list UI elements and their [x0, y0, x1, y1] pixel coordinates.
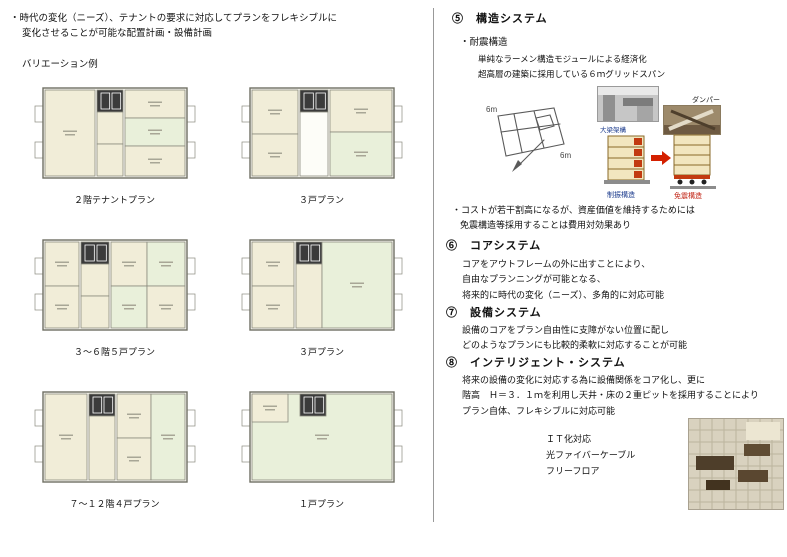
damping-structure-label: 制振構造 — [607, 192, 635, 199]
column-divider — [433, 8, 434, 522]
floor-plan-grid: ２階テナントプラン ３戸プラン ３～６階５戸プラン ３戸プラン ７～１２階４戸プラン １戸… — [16, 76, 420, 510]
earthquake-resistant-label: ・耐震構造 — [460, 37, 508, 48]
plan-caption: ３～６階５戸プラン — [73, 347, 155, 357]
floor-plan: ３戸プラン — [240, 76, 404, 206]
core-system-description: コアをアウトフレームの外に出すことにより、 自由なプランニングが可能となる、 将… — [462, 257, 664, 303]
base-isolation-diagram — [670, 134, 716, 189]
plan-caption: ３戸プラン — [298, 195, 344, 205]
core-line-1: コアをアウトフレームの外に出すことにより、 — [462, 259, 651, 269]
intelligent-line-2: 階高 Ｈ＝３．１ｍを利用し天井・床の２重ピットを採用することにより — [462, 390, 759, 401]
floor-plan-drawing — [241, 391, 402, 483]
section-heading-equipment-system: ⑦ 設備システム — [446, 307, 542, 319]
it-feature-list: ＩＴ化対応 光ファイバーケーブル フリーフロア — [546, 431, 635, 480]
span-dimension-label: 6m — [560, 151, 571, 160]
variation-label: バリエーション例 — [22, 59, 98, 70]
damper-photo — [663, 105, 721, 135]
floor-plan-drawing — [34, 87, 195, 179]
sketch-arrow — [512, 160, 522, 172]
equipment-line-2: どのようなプランにも比較的柔軟に対応することが可能 — [462, 340, 688, 351]
floor-plan-drawing — [34, 391, 195, 483]
intro-line-2: 変化させることが可能な配置計画・設備計画 — [22, 27, 213, 39]
base-isolation-label: 免震構造 — [674, 193, 702, 200]
floor-plan-drawing — [241, 239, 402, 331]
floor-plan: １戸プラン — [240, 380, 404, 510]
intelligent-system-description: 将来の設備の変化に対応する為に設備関係をコア化し、更に 階高 Ｈ＝３．１ｍを利用… — [462, 373, 759, 419]
free-access-floor-photo — [688, 418, 784, 510]
equipment-line-1: 設備のコアをプラン自由性に支障がない位置に配し — [462, 325, 670, 335]
it-item-3: フリーフロア — [546, 466, 600, 477]
floor-plan: ２階テナントプラン — [33, 76, 197, 206]
structure-description: 単純なラーメン構造モジュールによる経済化 超高層の建築に採用している６ｍグリッド… — [478, 52, 665, 82]
floor-plan: ３戸プラン — [240, 228, 404, 358]
plan-caption: １戸プラン — [298, 499, 344, 509]
intelligent-line-3: プラン自体、フレキシブルに対応可能 — [462, 405, 616, 416]
intro-line-1: ・時代の変化（ニーズ）、テナントの要求に対応してプランをフレキシブルに — [10, 13, 337, 24]
core-line-2: 自由なプランニングが可能となる、 — [462, 274, 606, 285]
floor-plan-drawing — [34, 239, 195, 331]
floor-plan: ３～６階５戸プラン — [33, 228, 197, 358]
span-dimension-label: 6m — [486, 105, 497, 114]
cost-line-2: 免震構造等採用することは費用対効果あり — [460, 220, 632, 231]
plan-caption: ７～１２階４戸プラン — [69, 499, 160, 509]
red-arrow-icon — [651, 151, 671, 165]
it-item-2: 光ファイバーケーブル — [546, 450, 636, 461]
core-line-3: 将来的に時代の変化（ニーズ）、多角的に対応可能 — [462, 289, 665, 300]
structure-line-2: 超高層の建築に採用している６ｍグリッドスパン — [478, 68, 666, 79]
intelligent-line-1: 将来の設備の変化に対応する為に設備関係をコア化し、更に — [462, 375, 706, 385]
section-heading-intelligent-system: ⑧ インテリジェント・システム — [446, 357, 626, 369]
damper-label: ダンパー — [692, 97, 720, 104]
intro-text: ・時代の変化（ニーズ）、テナントの要求に対応してプランをフレキシブルに 変化させ… — [10, 12, 416, 41]
it-item-1: ＩＴ化対応 — [546, 434, 592, 444]
section-heading-structure-system: ⑤ 構造システム — [452, 13, 548, 25]
plan-caption: ３戸プラン — [298, 347, 344, 357]
beam-frame-photo — [597, 86, 659, 122]
cost-line-1: ・コストが若干割高になるが、資産価値を維持するためには — [452, 205, 695, 215]
floor-plan: ７～１２階４戸プラン — [33, 380, 197, 510]
plan-caption: ２階テナントプラン — [73, 195, 155, 205]
beam-frame-caption: 大梁架構 — [600, 127, 626, 134]
structure-line-1: 単純なラーメン構造モジュールによる経済化 — [478, 54, 647, 64]
section-heading-core-system: ⑥ コアシステム — [446, 240, 542, 252]
hand-sketch-grid-span: 6m 6m — [486, 105, 571, 172]
floor-plan-drawing — [241, 87, 402, 179]
cost-note: ・コストが若干割高になるが、資産価値を維持するためには 免震構造等採用することは… — [452, 203, 695, 234]
damping-structure-diagram — [604, 135, 650, 184]
equipment-system-description: 設備のコアをプラン自由性に支障がない位置に配し どのようなプランにも比較的柔軟に… — [462, 323, 687, 354]
